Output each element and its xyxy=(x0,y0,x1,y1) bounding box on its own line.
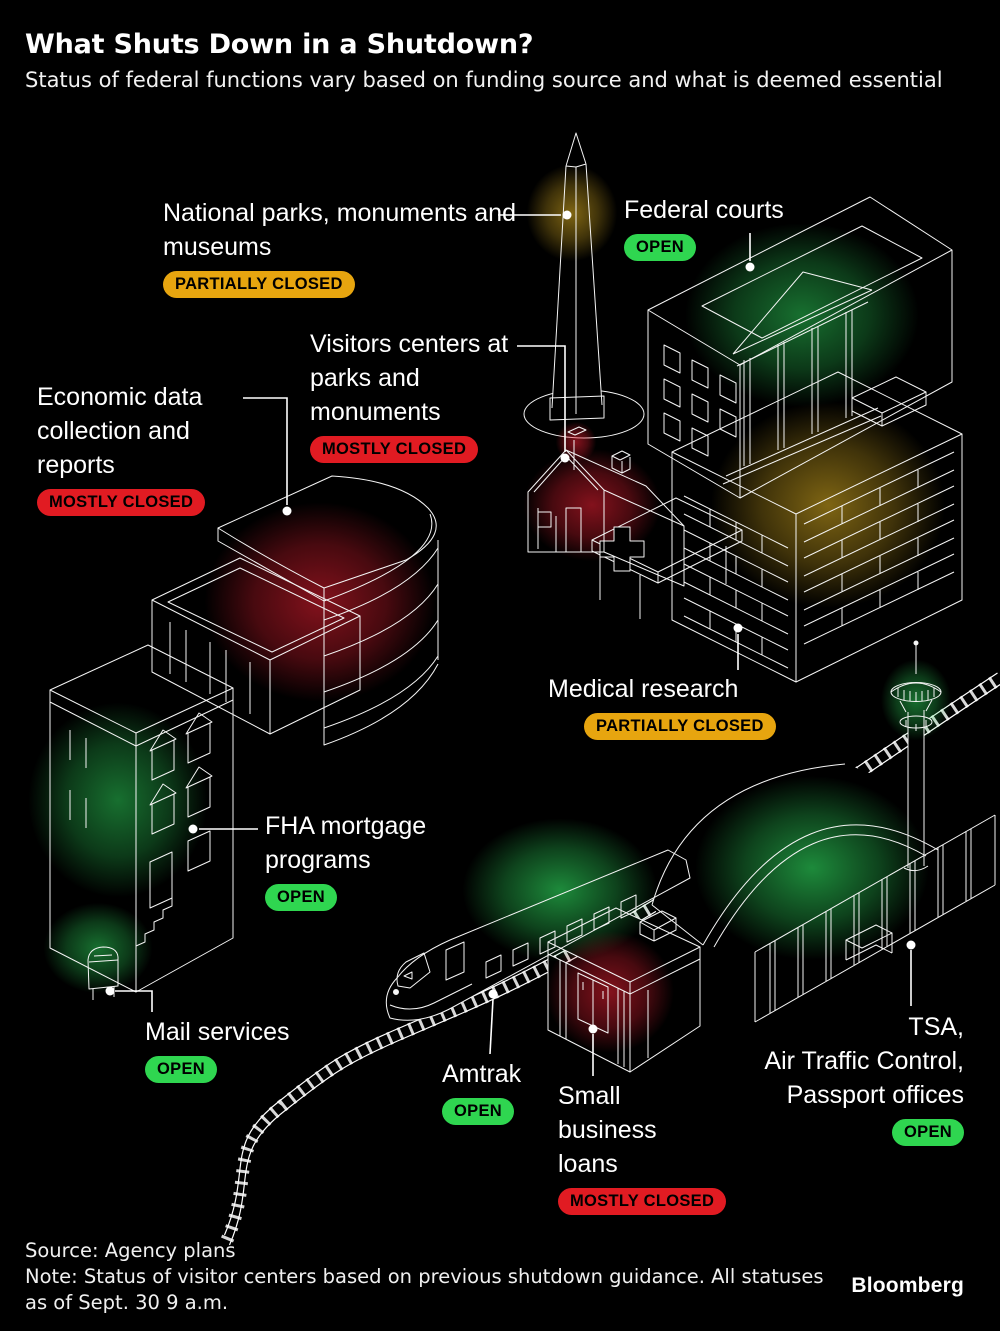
callout-tsa: TSA, Air Traffic Control, Passport offic… xyxy=(714,1010,964,1146)
label-visitors-centers: Visitors centers at parks and monuments xyxy=(310,330,509,426)
label-tsa-line-2: Air Traffic Control, xyxy=(764,1047,964,1075)
visitor-center-building xyxy=(527,449,685,587)
medical-research-building xyxy=(591,371,963,683)
status-badge-tsa: OPEN xyxy=(892,1119,964,1146)
callout-national-parks: National parks, monuments and museums PA… xyxy=(163,196,535,298)
callout-mail-services: Mail services OPEN xyxy=(145,1015,355,1083)
callout-visitors-centers: Visitors centers at parks and monuments … xyxy=(310,327,526,463)
control-tower-illustration xyxy=(890,640,942,872)
status-badge-visitors-centers: MOSTLY CLOSED xyxy=(310,436,479,463)
status-badge-fha-mortgage: OPEN xyxy=(265,884,337,911)
source-note: Source: Agency plans xyxy=(25,1239,236,1262)
economic-data-building xyxy=(151,475,439,746)
status-badge-national-parks: PARTIALLY CLOSED xyxy=(163,271,355,298)
mailbox-icon xyxy=(87,946,119,1000)
methodology-note: Note: Status of visitor centers based on… xyxy=(25,1265,824,1314)
page-subtitle: Status of federal functions vary based o… xyxy=(25,67,943,92)
label-fha-mortgage: FHA mortgage programs xyxy=(265,812,427,874)
bloomberg-logo: Bloomberg xyxy=(851,1274,964,1297)
label-tsa-line-3: Passport offices xyxy=(786,1081,964,1109)
label-federal-courts: Federal courts xyxy=(624,196,784,224)
glow-effects xyxy=(3,151,978,1070)
status-badge-federal-courts: OPEN xyxy=(624,234,696,261)
status-badge-economic-data: MOSTLY CLOSED xyxy=(37,489,206,516)
washington-monument-illustration xyxy=(549,132,605,470)
label-amtrak: Amtrak xyxy=(442,1060,522,1088)
federal-courts-building xyxy=(647,196,953,499)
status-badge-small-business-loans: MOSTLY CLOSED xyxy=(558,1188,727,1215)
fha-rowhouse-building xyxy=(49,644,234,993)
label-medical-research: Medical research xyxy=(548,675,739,703)
label-tsa-line-1: TSA, xyxy=(908,1013,964,1041)
header: What Shuts Down in a Shutdown? Status of… xyxy=(25,28,943,94)
small-business-storefront xyxy=(547,907,701,1073)
label-economic-data: Economic data collection and reports xyxy=(37,383,203,479)
airport-terminal-building xyxy=(651,763,996,1023)
label-national-parks: National parks, monuments and museums xyxy=(163,199,516,261)
status-badge-mail-services: OPEN xyxy=(145,1056,217,1083)
leader-lines xyxy=(105,210,916,1076)
footer: Source: Agency plans Note: Status of vis… xyxy=(25,1238,845,1316)
label-mail-services: Mail services xyxy=(145,1018,290,1046)
status-badge-medical-research: PARTIALLY CLOSED xyxy=(584,713,776,740)
callout-small-business-loans: Small business loans MOSTLY CLOSED xyxy=(558,1079,727,1215)
callout-economic-data: Economic data collection and reports MOS… xyxy=(37,380,253,516)
page-title: What Shuts Down in a Shutdown? xyxy=(25,29,534,60)
callout-amtrak: Amtrak OPEN xyxy=(442,1057,582,1125)
callout-medical-research: Medical research PARTIALLY CLOSED xyxy=(548,672,838,740)
callout-fha-mortgage: FHA mortgage programs OPEN xyxy=(265,809,470,911)
amtrak-train-illustration xyxy=(385,849,691,1021)
callout-federal-courts: Federal courts OPEN xyxy=(624,193,854,261)
label-small-business-loans: Small business loans xyxy=(558,1082,657,1178)
status-badge-amtrak: OPEN xyxy=(442,1098,514,1125)
